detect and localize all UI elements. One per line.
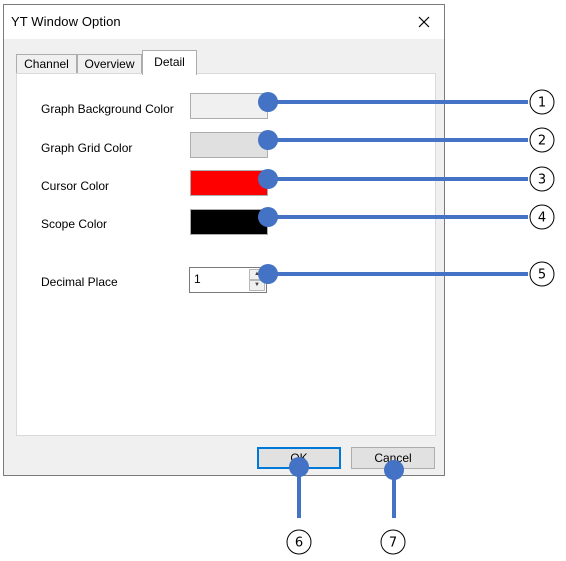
decimal-place-label: Decimal Place [41,275,118,289]
callout-number-5: 5 [538,268,546,283]
callout-dot-7 [384,460,404,480]
detail-panel: Graph Background Color Graph Grid Color … [16,73,436,436]
tab-overview[interactable]: Overview [77,54,142,74]
graph-grid-color-label: Graph Grid Color [41,141,133,155]
title-bar: YT Window Option [4,5,444,39]
decimal-place-stepper[interactable]: 1 ▲ ▼ [189,267,267,293]
stepper-down-button[interactable]: ▼ [249,280,265,291]
callout-dot-2 [258,130,278,150]
callout-badge-2 [529,127,555,153]
window-title: YT Window Option [11,14,121,29]
callout-dot-3 [258,169,278,189]
close-icon [418,16,430,28]
cursor-color-label: Cursor Color [41,179,110,193]
callout-number-4: 4 [538,211,546,226]
callout-badge-6 [286,529,312,555]
callout-number-6: 6 [295,536,303,551]
callout-badge-5 [529,261,555,287]
callout-number-3: 3 [538,173,546,188]
scope-color-button[interactable] [190,209,268,235]
scope-color-label: Scope Color [41,217,108,231]
tab-channel[interactable]: Channel [16,54,77,74]
callout-badge-3 [529,166,555,192]
close-button[interactable] [404,5,444,39]
triangle-up-icon: ▲ [254,271,260,277]
callout-dot-4 [258,207,278,227]
tab-detail[interactable]: Detail [142,50,197,75]
callout-dot-6 [289,457,309,477]
graph-background-color-label: Graph Background Color [41,102,174,116]
triangle-down-icon: ▼ [254,282,260,288]
callout-badge-4 [529,204,555,230]
yt-window-option-dialog: YT Window Option Channel Overview Detail… [3,4,445,476]
callout-number-2: 2 [538,134,546,149]
callout-dot-5 [258,264,278,284]
callout-badge-1 [529,89,555,115]
decimal-place-value: 1 [194,272,201,286]
callout-number-1: 1 [538,96,546,111]
callout-dot-1 [258,92,278,112]
callout-badge-7 [380,529,406,555]
callout-number-7: 7 [389,536,397,551]
